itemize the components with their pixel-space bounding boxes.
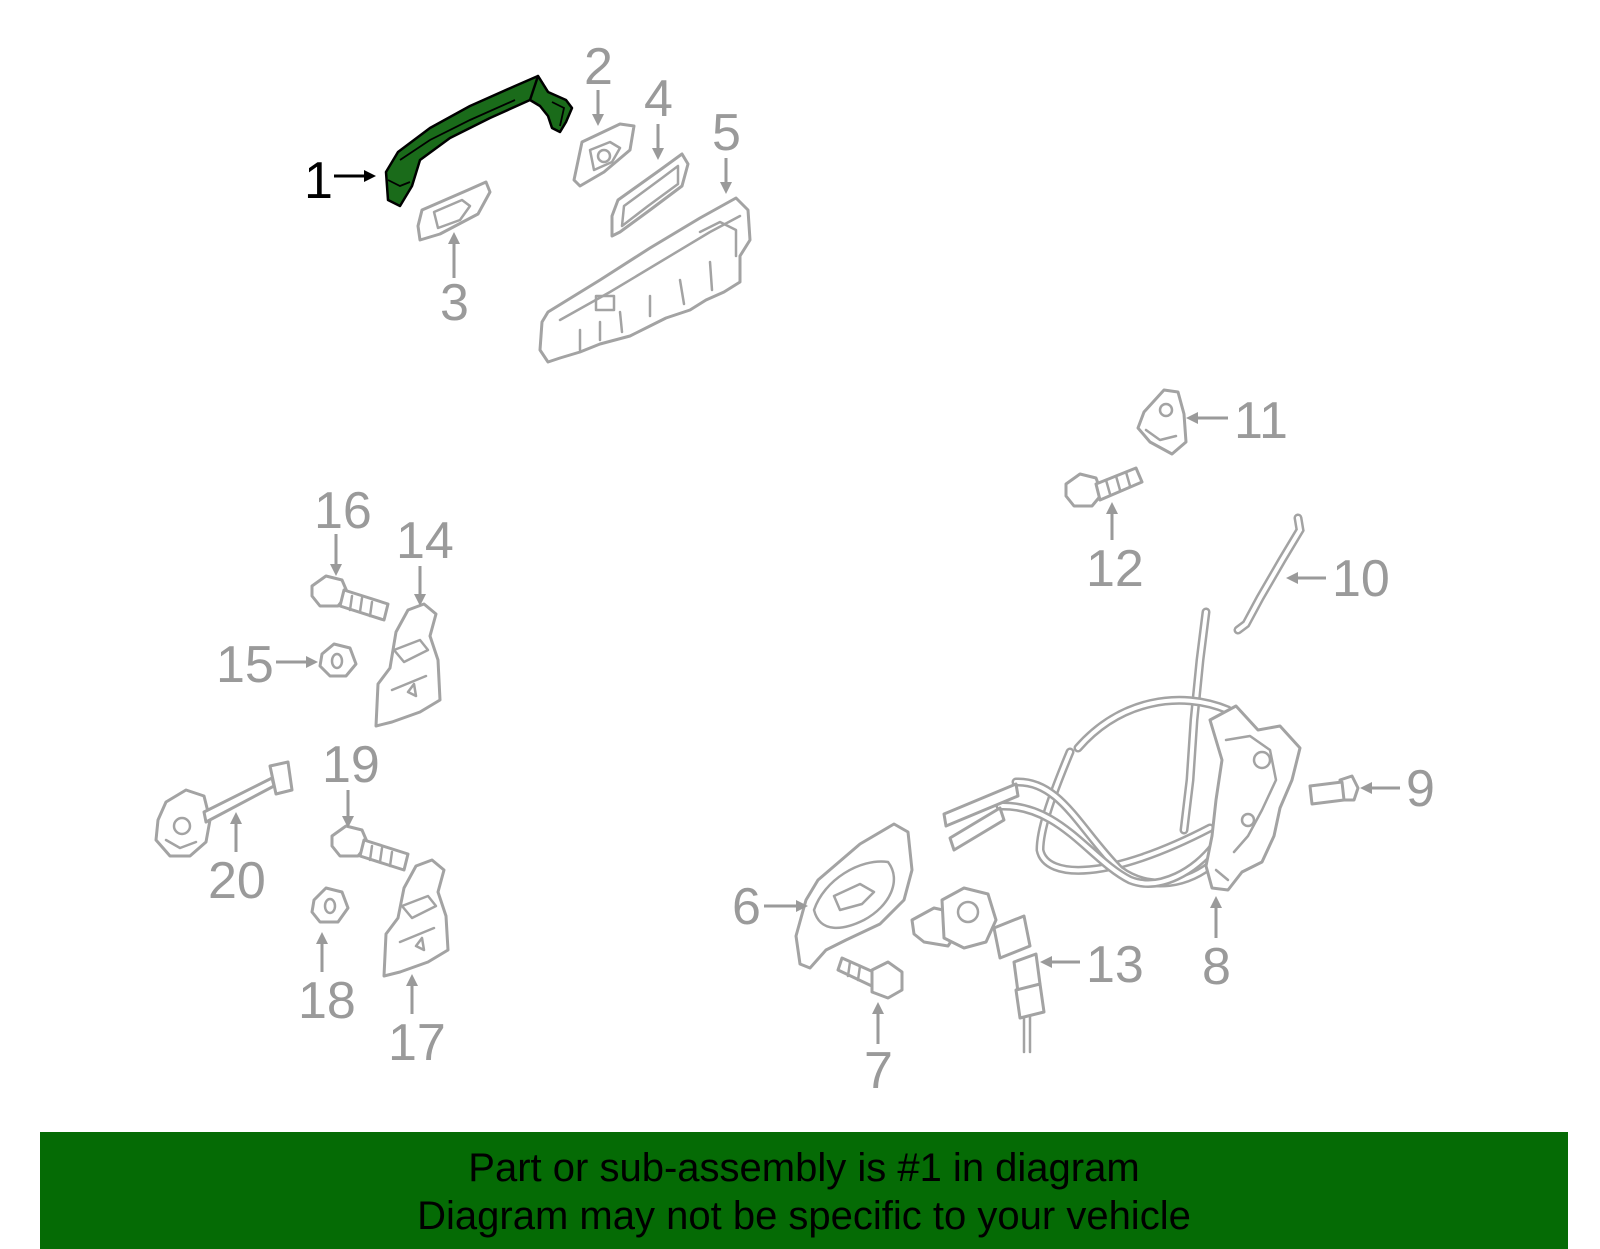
callout-12: 12 xyxy=(1086,502,1144,598)
callout-4: 4 xyxy=(644,70,673,160)
callout-9: 9 xyxy=(1360,760,1435,818)
part-9-screw[interactable] xyxy=(1308,774,1360,806)
part-13-lock-cylinder[interactable] xyxy=(910,886,1046,1054)
callout-label-19: 19 xyxy=(322,736,380,794)
part-10-rod[interactable] xyxy=(1233,513,1305,635)
part-11-striker[interactable] xyxy=(1136,388,1188,456)
part-16-bolt[interactable] xyxy=(310,574,390,622)
callout-13: 13 xyxy=(1040,936,1144,994)
callout-label-12: 12 xyxy=(1086,540,1144,598)
part-14-upper-hinge[interactable] xyxy=(374,602,442,728)
callout-label-16: 16 xyxy=(314,482,372,540)
callout-label-10: 10 xyxy=(1332,550,1390,608)
callout-label-3: 3 xyxy=(440,274,469,332)
part-2-handle-cover[interactable] xyxy=(572,122,636,188)
part-15-nut[interactable] xyxy=(318,642,358,678)
callout-label-17: 17 xyxy=(388,1014,446,1072)
callout-label-7: 7 xyxy=(864,1042,893,1100)
callout-label-5: 5 xyxy=(712,104,741,162)
callout-10: 10 xyxy=(1286,550,1390,608)
callout-label-18: 18 xyxy=(298,972,356,1030)
callout-5: 5 xyxy=(712,104,741,194)
part-12-bolt[interactable] xyxy=(1064,466,1144,508)
callout-15: 15 xyxy=(216,636,318,694)
callout-19: 19 xyxy=(322,736,380,828)
callout-7: 7 xyxy=(864,1002,893,1100)
part-1-outside-handle[interactable] xyxy=(384,74,574,208)
callout-label-14: 14 xyxy=(396,512,454,570)
callout-2: 2 xyxy=(584,38,613,126)
footer-line-1: Part or sub-assembly is #1 in diagram xyxy=(468,1146,1140,1190)
part-17-lower-hinge[interactable] xyxy=(382,858,450,978)
callout-14: 14 xyxy=(396,512,454,606)
part-6-inside-handle[interactable] xyxy=(794,822,914,970)
part-8-latch-cables[interactable] xyxy=(942,607,1302,892)
callout-6: 6 xyxy=(732,878,808,936)
part-4-gasket[interactable] xyxy=(610,152,690,238)
callout-label-1: 1 xyxy=(304,152,333,210)
part-20-check-link[interactable] xyxy=(154,760,294,858)
footer-banner: Part or sub-assembly is #1 in diagram Di… xyxy=(40,1132,1568,1249)
callout-label-6: 6 xyxy=(732,878,761,936)
callout-label-8: 8 xyxy=(1202,938,1231,996)
callout-1: 1 xyxy=(304,152,376,210)
callout-label-11: 11 xyxy=(1234,392,1288,450)
callout-16: 16 xyxy=(314,482,372,576)
callout-label-15: 15 xyxy=(216,636,274,694)
callout-17: 17 xyxy=(388,974,446,1072)
part-19-bolt[interactable] xyxy=(330,824,410,872)
part-5-handle-frame[interactable] xyxy=(538,196,752,364)
callout-20: 20 xyxy=(208,812,266,910)
part-7-bolt[interactable] xyxy=(836,956,904,1000)
footer-line-2: Diagram may not be specific to your vehi… xyxy=(417,1194,1191,1238)
parts-diagram: 1 2 3 4 5 6 7 8 9 10 xyxy=(154,38,1435,1100)
part-18-nut[interactable] xyxy=(310,886,350,924)
callout-18: 18 xyxy=(298,932,356,1030)
callout-3: 3 xyxy=(440,232,469,332)
callout-label-4: 4 xyxy=(644,70,673,128)
callout-label-9: 9 xyxy=(1406,760,1435,818)
callout-11: 11 xyxy=(1186,392,1288,450)
callout-label-2: 2 xyxy=(584,38,613,96)
callout-label-20: 20 xyxy=(208,852,266,910)
part-3-bezel[interactable] xyxy=(416,180,492,242)
callout-8: 8 xyxy=(1202,896,1231,996)
callout-label-13: 13 xyxy=(1086,936,1144,994)
